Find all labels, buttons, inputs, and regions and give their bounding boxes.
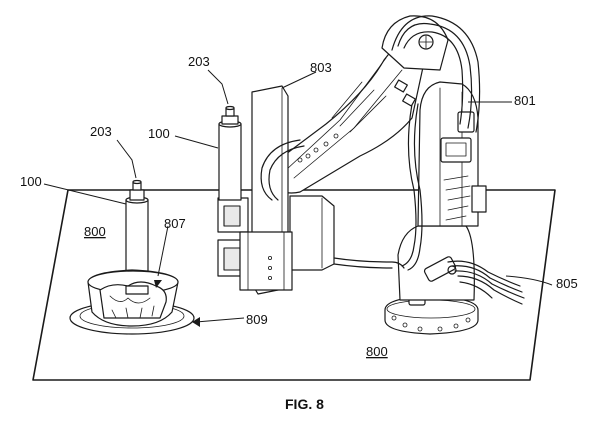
label-807: 807 [164, 216, 186, 231]
cartridge-left [125, 179, 149, 291]
cartridge-center [218, 105, 242, 201]
label-809: 809 [246, 312, 268, 327]
label-203-center: 203 [188, 54, 210, 69]
figure-caption: FIG. 8 [285, 396, 324, 412]
cable-bundle [447, 260, 525, 305]
label-803: 803 [310, 60, 332, 75]
label-801: 801 [514, 93, 536, 108]
label-100-left: 100 [20, 174, 42, 189]
label-805: 805 [556, 276, 578, 291]
label-800-left: 800 [84, 224, 106, 239]
robot-gripper [217, 85, 405, 295]
leader-lines [43, 69, 553, 327]
robot-arm [269, 15, 481, 271]
label-100-center: 100 [148, 126, 170, 141]
work-surface [32, 189, 556, 381]
label-203-left: 203 [90, 124, 112, 139]
dish [69, 269, 195, 335]
robot-base [384, 81, 487, 335]
label-800-right: 800 [366, 344, 388, 359]
